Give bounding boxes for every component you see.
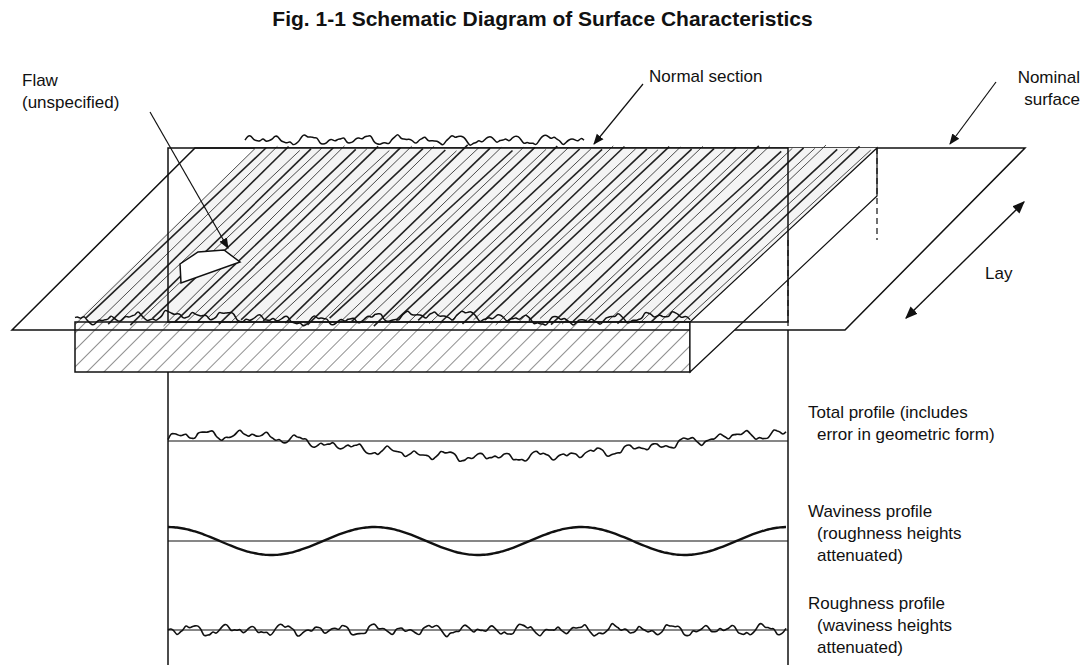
lay-ridge: [352, 147, 535, 321]
lay-ridge: [518, 146, 703, 322]
profile-curve: [168, 527, 786, 555]
lay-ridge: [119, 150, 300, 321]
lay-arrow: [906, 202, 1024, 318]
lay-ridge: [208, 151, 390, 318]
lay-ridge: [219, 148, 401, 325]
lay-label: Lay: [985, 263, 1045, 285]
leader-line: [150, 112, 228, 248]
hidden-edge: [787, 240, 788, 330]
lay-ridge: [164, 146, 345, 326]
hidden-edge: [876, 148, 877, 240]
profile-curve: [168, 624, 786, 637]
mean-line: [168, 540, 788, 541]
slab-side: [690, 148, 877, 372]
section-profile: [245, 135, 584, 145]
lay-ridge: [540, 149, 725, 318]
lay-ridge: [440, 147, 624, 323]
lay-ridge: [341, 147, 524, 321]
lay-ridge: [186, 149, 367, 323]
section-label: Normal section: [649, 66, 819, 88]
lay-ridge: [385, 148, 569, 320]
lay-ridge: [285, 145, 467, 323]
surface-label: Nominal surface: [988, 67, 1080, 111]
leader-line: [594, 84, 643, 144]
profiles: [168, 430, 788, 637]
lay-ridge: [474, 150, 659, 320]
lay-ridge: [485, 147, 670, 320]
lay-ridge: [152, 148, 333, 319]
workpiece: [75, 135, 877, 372]
lay-ridge: [274, 151, 456, 321]
lay-ridge: [396, 149, 580, 320]
lay-ridge: [307, 148, 490, 325]
normal-section: [168, 148, 788, 322]
lay-ridge: [241, 149, 423, 320]
lay-ridge: [429, 146, 613, 324]
lay-ridge: [451, 149, 635, 321]
lay-ridge: [684, 150, 871, 321]
flaw: [180, 250, 240, 283]
lay-ridge: [108, 146, 288, 324]
profile-label: Roughness profile (waviness heights atte…: [808, 593, 1005, 659]
slab-front: [75, 322, 690, 372]
profile-curve: [168, 430, 786, 461]
flaw-label: Flaw (unspecified): [22, 70, 142, 114]
lay-ridge: [296, 148, 479, 320]
figure-title: Fig. 1-1 Schematic Diagram of Surface Ch…: [0, 8, 1085, 30]
lay-ridge: [97, 146, 277, 322]
lay-ridge: [529, 149, 714, 321]
section-projection: [167, 372, 169, 665]
section-projection: [787, 330, 789, 665]
lay-ridge: [363, 149, 546, 322]
profile-label: Waviness profile (roughness heights atte…: [808, 501, 1005, 567]
lay-ridge: [197, 146, 378, 322]
lay-ridge: [330, 150, 513, 318]
leader-line: [950, 82, 996, 144]
profile-label: Total profile (includes error in geometr…: [808, 402, 1005, 446]
lay-ridge: [252, 146, 434, 325]
lay-ridge: [86, 148, 266, 318]
